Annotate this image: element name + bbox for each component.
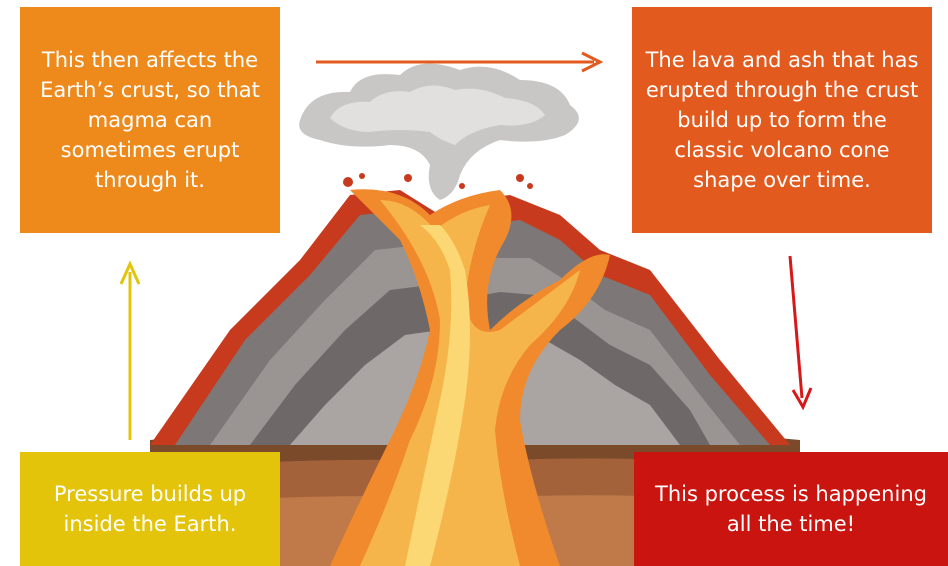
step-pressure-box: Pressure builds up inside the Earth. [20,452,280,566]
step-cone-forms-box: The lava and ash that has erupted throug… [632,7,932,233]
arrow-down-icon [790,256,811,407]
step-ongoing-box: This process is happening all the time! [634,452,948,566]
step-cone-forms-text: The lava and ash that has erupted throug… [642,45,922,195]
step-affects-crust-text: This then affects the Earth’s crust, so … [30,45,270,195]
step-ongoing-text: This process is happening all the time! [644,479,938,539]
arrow-right-icon [316,53,600,71]
step-pressure-text: Pressure builds up inside the Earth. [30,479,270,539]
arrow-up-icon [121,264,139,440]
step-affects-crust-box: This then affects the Earth’s crust, so … [20,7,280,233]
